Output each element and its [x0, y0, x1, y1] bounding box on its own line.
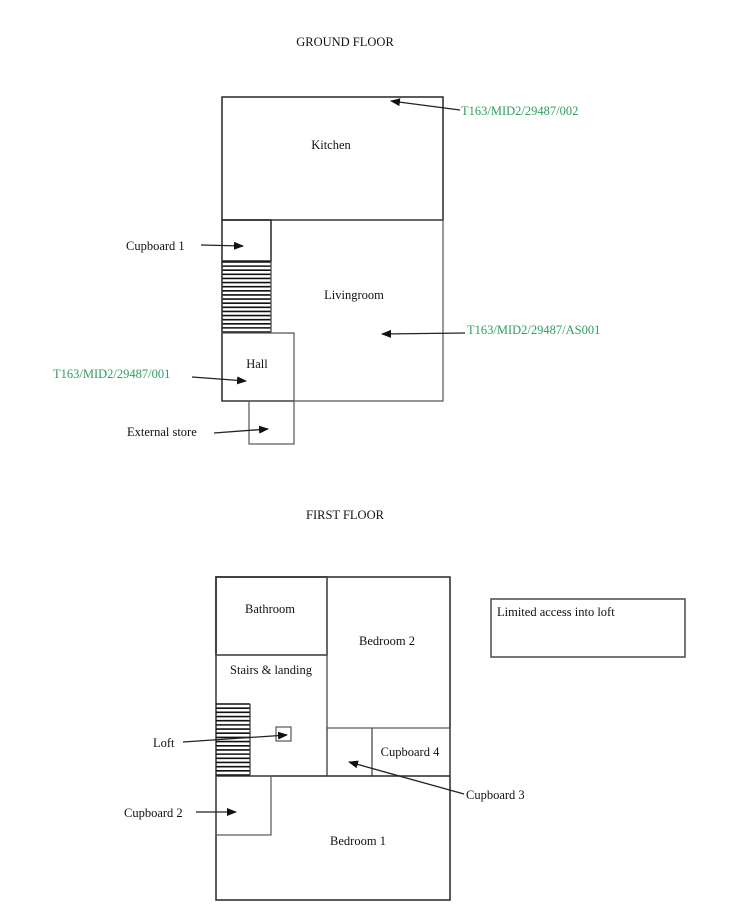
callout-loft: Loft — [153, 736, 175, 750]
stairs-ground — [222, 261, 272, 333]
note-box — [490, 598, 686, 658]
stairs-first — [216, 703, 251, 776]
label-cupboard-4: Cupboard 4 — [381, 745, 440, 759]
label-bedroom-1: Bedroom 1 — [330, 834, 386, 848]
room-kitchen — [221, 96, 444, 221]
first-floor-outline — [215, 576, 451, 901]
label-bedroom-2: Bedroom 2 — [359, 634, 415, 648]
label-stairs-landing: Stairs & landing — [230, 663, 313, 677]
ground-floor-plan — [221, 96, 444, 445]
arrow-ref-kitchen — [390, 98, 461, 111]
room-bathroom — [215, 576, 328, 656]
callout-external-store: External store — [127, 425, 197, 439]
room-cupboard-3 — [326, 727, 373, 777]
note-limited-loft-access: Limited access into loft — [497, 605, 615, 619]
ref-living-room: T163/MID2/29487/AS001 — [467, 323, 600, 337]
arrow-cupboard-3 — [348, 760, 465, 795]
room-living-room — [271, 219, 444, 402]
room-hall — [222, 332, 295, 401]
loft-hatch — [275, 726, 292, 742]
callout-cupboard-3: Cupboard 3 — [466, 788, 525, 802]
arrow-ref-hall — [191, 376, 247, 385]
label-living-room: Livingroom — [324, 288, 384, 302]
ref-kitchen: T163/MID2/29487/002 — [461, 104, 578, 118]
room-cupboard-2 — [215, 775, 272, 836]
label-bathroom: Bathroom — [245, 602, 295, 616]
ref-hall: T163/MID2/29487/001 — [53, 367, 170, 381]
arrow-ref-living-room — [381, 329, 466, 338]
label-kitchen: Kitchen — [311, 138, 351, 152]
callout-cupboard-2: Cupboard 2 — [124, 806, 183, 820]
label-hall: Hall — [246, 357, 268, 371]
room-external-store — [248, 400, 295, 445]
callout-cupboard-1: Cupboard 1 — [126, 239, 185, 253]
arrow-external-store — [213, 425, 269, 434]
room-cupboard-1 — [221, 219, 272, 262]
first-floor-title: FIRST FLOOR — [306, 508, 385, 522]
arrow-loft — [182, 731, 288, 743]
first-floor-plan — [215, 576, 451, 901]
ground-floor-title: GROUND FLOOR — [296, 35, 394, 49]
arrow-cupboard-1 — [200, 241, 244, 250]
